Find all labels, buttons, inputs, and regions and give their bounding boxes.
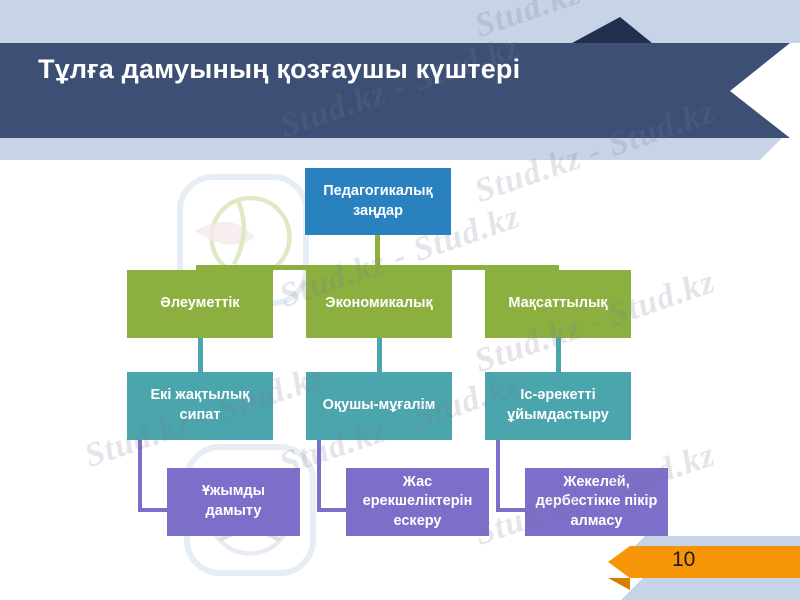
node-level1-0[interactable]: Педагогикалық заңдар	[305, 168, 451, 235]
node-level3-2[interactable]: Іс-әрекетті ұйымдастыру	[485, 372, 631, 440]
page-title: Тұлға дамуының қозғаушы күштері	[38, 54, 521, 84]
node-label: Екі жақтылық сипат	[150, 387, 250, 423]
node-label: Жекелей, дербестікке пікір алмасу	[535, 473, 658, 529]
node-label: Ұжымды дамыту	[201, 483, 266, 519]
node-label: Оқушы-мұғалім	[322, 397, 436, 414]
node-label: Педагогикалық заңдар	[323, 182, 433, 219]
connector-l4-drop-0	[138, 440, 142, 512]
node-label: Мақсаттылық	[508, 295, 608, 312]
node-label: Әлеуметтік	[160, 295, 240, 312]
page-number: 10	[672, 548, 696, 571]
node-label: Іс-әрекетті ұйымдастыру	[507, 387, 609, 423]
connector-l4-drop-1	[317, 440, 321, 512]
node-level4-0[interactable]: Ұжымды дамыту	[167, 468, 300, 536]
header-notch-left-icon	[572, 17, 620, 43]
connector-l4-elbow-2	[496, 508, 528, 512]
connector-l3-stem-2	[556, 338, 561, 373]
node-level2-2[interactable]: Мақсаттылық	[485, 270, 631, 338]
node-level2-0[interactable]: Әлеуметтік	[127, 270, 273, 338]
header-bottom-band	[0, 138, 782, 160]
node-level4-1[interactable]: Жас ерекшеліктерін ескеру	[346, 468, 489, 536]
node-label: Экономикалық	[325, 295, 433, 312]
connector-l3-stem-0	[198, 338, 203, 373]
node-level2-1[interactable]: Экономикалық	[306, 270, 452, 338]
header-bar	[0, 43, 790, 138]
connector-l4-drop-2	[496, 440, 500, 512]
header-notch-right-icon	[620, 17, 652, 43]
page-number-ribbon-tail-icon	[608, 578, 630, 590]
node-level4-2[interactable]: Жекелей, дербестікке пікір алмасу	[525, 468, 668, 536]
connector-l4-elbow-0	[138, 508, 170, 512]
connector-l1-stem	[375, 235, 380, 272]
connector-l3-stem-1	[377, 338, 382, 373]
header-top-band	[0, 0, 800, 43]
node-label: Жас ерекшеліктерін ескеру	[362, 473, 473, 529]
page-number-ribbon	[608, 546, 800, 578]
node-level3-0[interactable]: Екі жақтылық сипат	[127, 372, 273, 440]
connector-l4-elbow-1	[317, 508, 349, 512]
node-level3-1[interactable]: Оқушы-мұғалім	[306, 372, 452, 440]
